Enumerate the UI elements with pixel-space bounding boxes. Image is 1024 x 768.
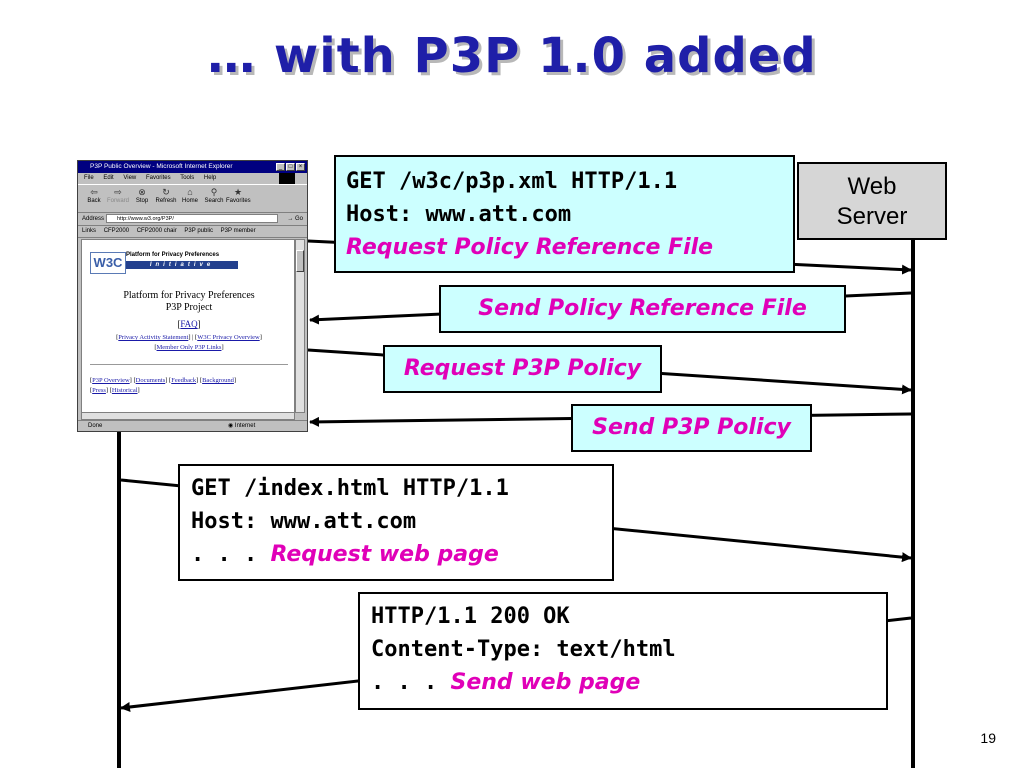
documents-link[interactable]: Documents bbox=[135, 377, 166, 384]
browser-menu-bar: File Edit View Favorites Tools Help bbox=[78, 173, 307, 184]
send-prf-label-box: Send Policy Reference File bbox=[439, 285, 846, 333]
maximize-icon[interactable]: □ bbox=[286, 163, 295, 171]
close-icon[interactable]: × bbox=[296, 163, 305, 171]
address-bar: Address http://www.w3.org/P3P/ → Go bbox=[78, 213, 307, 226]
faq-line: [FAQ] bbox=[177, 319, 201, 329]
content-divider bbox=[90, 364, 288, 365]
menu-help[interactable]: Help bbox=[203, 175, 217, 181]
faq-link[interactable]: FAQ bbox=[180, 319, 198, 329]
search-button[interactable]: ⚲Search bbox=[202, 185, 226, 212]
slide-title: … with P3P 1.0 added bbox=[207, 28, 817, 84]
web-server-box: Web Server bbox=[797, 162, 947, 240]
send-policy-label: Send P3P Policy bbox=[592, 415, 791, 440]
press-link[interactable]: Press bbox=[92, 387, 106, 394]
browser-content: W3C Platform for Privacy Preferences Ini… bbox=[81, 239, 295, 413]
refresh-icon: ↻ bbox=[162, 187, 170, 197]
stop-button[interactable]: ⊗Stop bbox=[130, 185, 154, 212]
link-cfp2000[interactable]: CFP2000 bbox=[103, 228, 130, 234]
horizontal-scrollbar[interactable] bbox=[81, 412, 295, 420]
favorites-icon: ★ bbox=[233, 187, 243, 197]
link-p3p-public[interactable]: P3P public bbox=[184, 228, 213, 234]
request-page-line1: GET /index.html HTTP/1.1 bbox=[191, 476, 509, 501]
privacy-activity-link[interactable]: Privacy Activity Statement bbox=[118, 334, 189, 341]
menu-file[interactable]: File bbox=[84, 175, 94, 181]
feedback-link[interactable]: Feedback bbox=[171, 377, 197, 384]
menu-favorites[interactable]: Favorites bbox=[145, 175, 171, 181]
favorites-button[interactable]: ★Favorites bbox=[226, 187, 251, 204]
privacy-links-line: [Privacy Activity Statement] | [W3C Priv… bbox=[116, 334, 262, 341]
scrollbar-thumb[interactable] bbox=[296, 250, 304, 272]
address-label: Address bbox=[82, 216, 105, 222]
home-icon: ⌂ bbox=[187, 187, 193, 197]
address-input[interactable]: http://www.w3.org/P3P/ bbox=[106, 214, 278, 223]
browser-toolbar: ⇦Back ⇨Forward ⊗Stop ↻Refresh ⌂Home ⚲Sea… bbox=[78, 184, 307, 213]
p3p-overview-link[interactable]: P3P Overview bbox=[92, 377, 130, 384]
page-number: 19 bbox=[980, 730, 996, 746]
link-p3p-member[interactable]: P3P member bbox=[220, 228, 256, 234]
page-heading: Platform for Privacy Preferences P3P Pro… bbox=[123, 290, 255, 313]
request-policy-label-box: Request P3P Policy bbox=[383, 345, 662, 393]
menu-edit[interactable]: Edit bbox=[103, 175, 114, 181]
menu-tools[interactable]: Tools bbox=[180, 175, 195, 181]
historical-link[interactable]: Historical bbox=[111, 387, 138, 394]
nav-links-line1: [P3P Overview] [Documents] [Feedback] [B… bbox=[90, 377, 237, 384]
refresh-button[interactable]: ↻Refresh bbox=[155, 187, 177, 204]
status-bar: Done ◉ Internet bbox=[78, 420, 307, 431]
forward-button[interactable]: ⇨Forward bbox=[106, 187, 129, 204]
request-page-message: GET /index.html HTTP/1.1 Host: www.att.c… bbox=[178, 464, 614, 581]
p3p-banner: Platform for Privacy Preferences Initiat… bbox=[126, 252, 238, 269]
response-dots: . . . bbox=[371, 670, 438, 695]
server-label-line1: Web bbox=[847, 173, 897, 200]
request-policy-label: Request P3P Policy bbox=[403, 356, 642, 381]
status-text: Done bbox=[88, 423, 103, 429]
browser-window: P3P Public Overview - Microsoft Internet… bbox=[77, 160, 308, 432]
w3c-privacy-overview-link[interactable]: W3C Privacy Overview bbox=[197, 334, 260, 341]
server-label-line2: Server bbox=[836, 203, 908, 230]
back-button[interactable]: ⇦Back bbox=[82, 185, 106, 212]
link-cfp2000-chair[interactable]: CFP2000 chair bbox=[136, 228, 177, 234]
initiative-banner: Initiative bbox=[126, 261, 238, 269]
response-message: HTTP/1.1 200 OK Content-Type: text/html … bbox=[358, 592, 888, 710]
send-prf-label: Send Policy Reference File bbox=[478, 296, 807, 321]
browser-title-bar: P3P Public Overview - Microsoft Internet… bbox=[78, 161, 307, 173]
request-page-line2: Host: www.att.com bbox=[191, 509, 417, 534]
go-button[interactable]: → Go bbox=[287, 216, 303, 222]
request-prf-line2: Host: www.att.com bbox=[346, 202, 572, 227]
search-icon: ⚲ bbox=[210, 187, 218, 197]
send-policy-label-box: Send P3P Policy bbox=[571, 404, 812, 452]
home-button[interactable]: ⌂Home bbox=[178, 185, 202, 212]
response-line1: HTTP/1.1 200 OK bbox=[371, 604, 570, 629]
request-page-dots: . . . bbox=[191, 542, 258, 567]
menu-view[interactable]: View bbox=[123, 175, 137, 181]
member-only-link[interactable]: Member Only P3P Links bbox=[156, 344, 222, 351]
request-prf-note: Request Policy Reference File bbox=[346, 235, 714, 260]
links-bar: Links CFP2000 CFP2000 chair P3P public P… bbox=[78, 226, 307, 238]
w3c-logo: W3C bbox=[90, 252, 126, 274]
forward-arrow-icon: ⇨ bbox=[114, 187, 122, 197]
vertical-scrollbar[interactable] bbox=[295, 239, 305, 413]
background-link[interactable]: Background bbox=[202, 377, 234, 384]
nav-links-line2: [Press] [Historical] bbox=[90, 387, 140, 394]
ie-logo-icon bbox=[279, 173, 295, 184]
member-links-line: [Member Only P3P Links] bbox=[154, 344, 224, 351]
response-note: Send web page bbox=[450, 670, 641, 695]
internet-zone: ◉ Internet bbox=[228, 423, 256, 429]
response-line2: Content-Type: text/html bbox=[371, 637, 676, 662]
stop-icon: ⊗ bbox=[138, 187, 146, 197]
request-prf-line1: GET /w3c/p3p.xml HTTP/1.1 bbox=[346, 169, 678, 194]
links-label: Links bbox=[82, 228, 97, 234]
minimize-icon[interactable]: _ bbox=[276, 163, 285, 171]
browser-title: P3P Public Overview - Microsoft Internet… bbox=[90, 163, 233, 170]
back-arrow-icon: ⇦ bbox=[90, 187, 98, 197]
request-prf-message: GET /w3c/p3p.xml HTTP/1.1 Host: www.att.… bbox=[334, 155, 795, 273]
request-page-note: Request web page bbox=[270, 542, 499, 567]
